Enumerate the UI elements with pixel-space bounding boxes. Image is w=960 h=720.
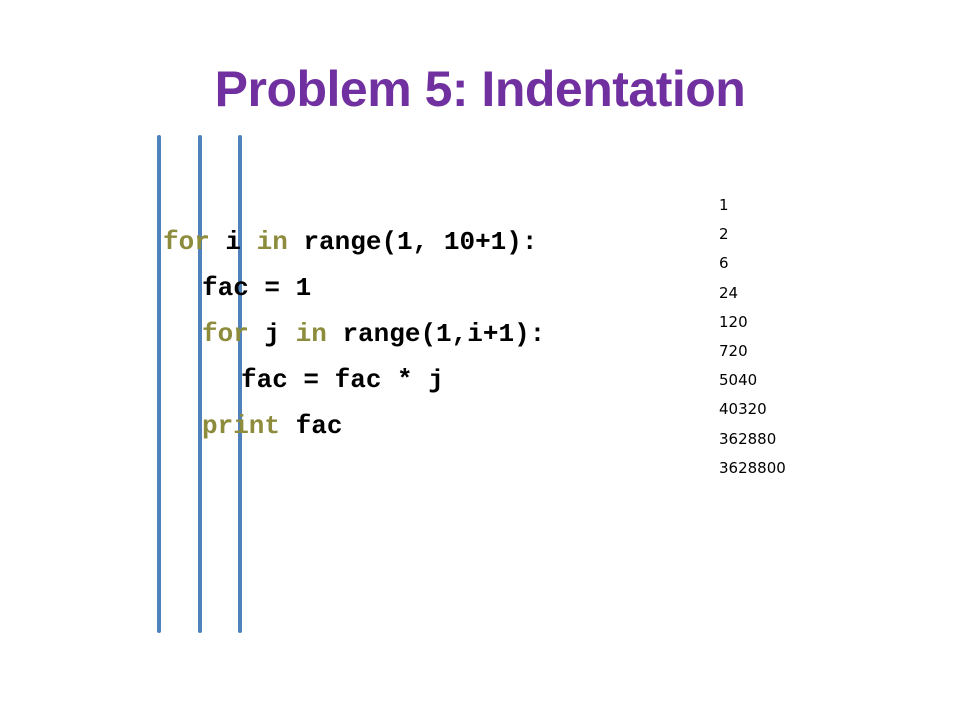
output-line: 24 <box>719 283 739 302</box>
slide-title: Problem 5: Indentation <box>214 61 746 117</box>
output-line: 1 <box>719 196 729 214</box>
code-token: i <box>209 227 257 257</box>
keyword-in: in <box>256 227 288 257</box>
output-line: 720 <box>719 341 748 360</box>
keyword-for: for <box>163 227 210 257</box>
output-line: 5040 <box>719 371 758 390</box>
code-token: fac <box>280 411 343 441</box>
program-output: 1 2 6 24 120 720 5040 40320 362880 36288… <box>719 193 786 485</box>
code-line-outer-for: for i in range(1, 10+1): <box>163 219 537 265</box>
code-block: for i in range(1, 10+1): fac = 1 for j i… <box>163 219 545 449</box>
code-token: j <box>248 319 296 349</box>
indent-guide-level-1 <box>198 135 202 633</box>
keyword-in: in <box>295 319 327 349</box>
output-line: 40320 <box>719 400 767 419</box>
indent-guide-level-2 <box>238 135 242 633</box>
keyword-for: for <box>202 319 249 349</box>
indent-guide-level-0 <box>157 135 161 633</box>
output-line: 3628800 <box>719 458 786 477</box>
code-line-inner-for: for j in range(1,i+1): <box>202 311 576 357</box>
code-line-fac-init: fac = 1 <box>202 265 576 311</box>
output-line: 2 <box>719 225 729 244</box>
output-line: 6 <box>719 254 729 273</box>
code-line-fac-multiply: fac = fac * j <box>241 357 615 403</box>
code-token: fac = fac * j <box>241 365 444 395</box>
code-token: range(1, 10+1): <box>287 227 538 257</box>
keyword-print: print <box>202 411 281 441</box>
code-line-print: print fac <box>202 403 576 449</box>
output-line: 120 <box>719 312 748 331</box>
code-token: range(1,i+1): <box>326 319 546 349</box>
code-token: fac = 1 <box>202 273 312 303</box>
output-line: 362880 <box>719 429 777 448</box>
